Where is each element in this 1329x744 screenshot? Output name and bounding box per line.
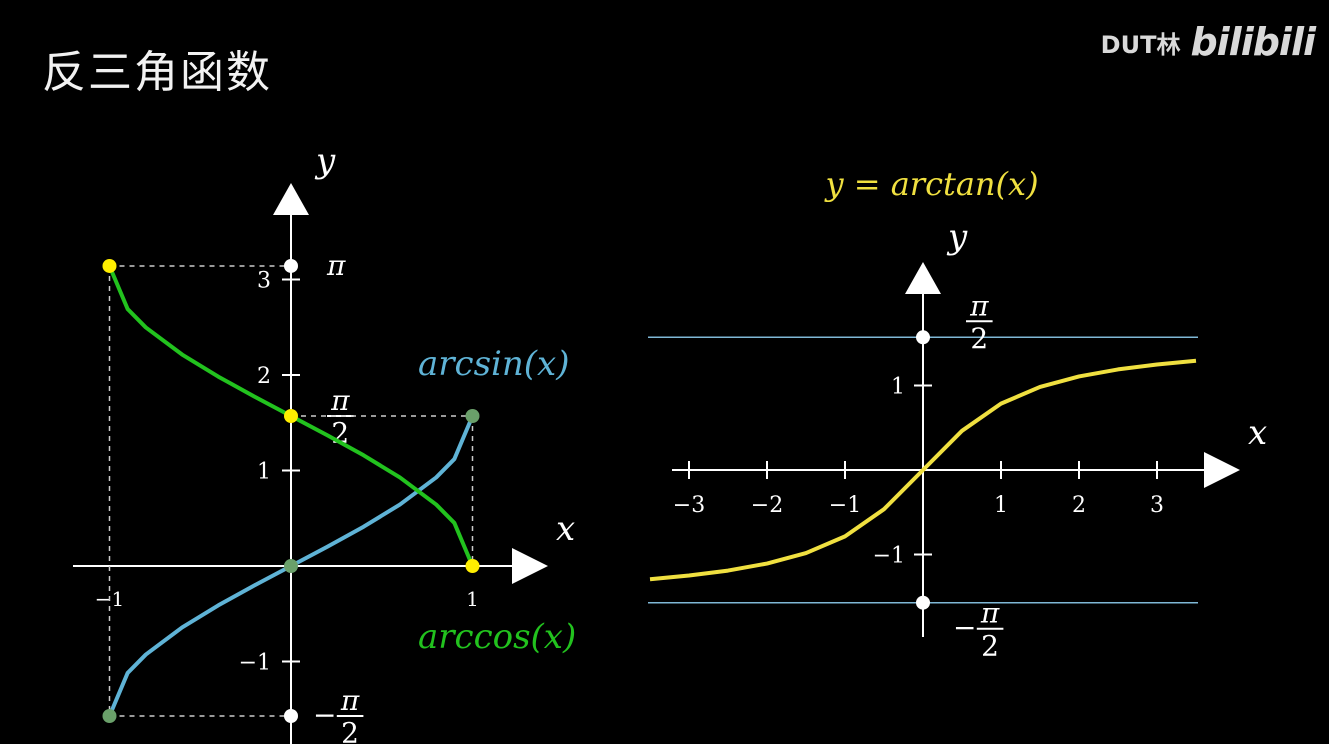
y-pi-label-0-num: π bbox=[969, 289, 989, 322]
x-tick-label: 2 bbox=[1072, 493, 1086, 518]
arctan-title: y = arctan(x) bbox=[823, 165, 1038, 203]
marker-point bbox=[102, 709, 117, 724]
y-pi-label-2-num: π bbox=[340, 684, 360, 717]
arctan-curve bbox=[649, 358, 1197, 582]
marker-point bbox=[284, 709, 298, 724]
marker-point bbox=[102, 258, 117, 273]
x-tick-label: −1 bbox=[829, 493, 861, 518]
y-tick-label: −1 bbox=[239, 651, 271, 676]
marker-point bbox=[284, 559, 298, 573]
x-axis-label: x bbox=[556, 509, 575, 549]
y-axis-arrow bbox=[905, 262, 941, 294]
marker-point bbox=[284, 258, 298, 273]
x-axis-label: x bbox=[1248, 413, 1267, 453]
y-tick-label: 1 bbox=[891, 375, 905, 400]
y-tick-label: 3 bbox=[257, 269, 271, 294]
asymptote-point bbox=[916, 595, 930, 610]
bilibili-logo: bilibili bbox=[1190, 20, 1316, 64]
asymptote-point bbox=[916, 330, 930, 345]
y-pi-label-1-num: π bbox=[330, 384, 350, 417]
watermark-author: DUT林 bbox=[1100, 31, 1181, 59]
arcsin-label: arcsin(x) bbox=[418, 344, 570, 384]
x-tick-label: 1 bbox=[994, 493, 1008, 518]
y-tick-label: 2 bbox=[257, 364, 271, 389]
y-axis-label: y bbox=[314, 141, 336, 181]
x-axis-arrow bbox=[1204, 452, 1240, 488]
y-pi-label-1-num: π bbox=[980, 597, 1000, 630]
x-tick-label: 3 bbox=[1150, 493, 1164, 518]
y-tick-label: 1 bbox=[257, 460, 271, 485]
y-pi-label-0-num: π bbox=[326, 249, 346, 282]
marker-point bbox=[465, 408, 480, 423]
x-tick-label: 1 bbox=[466, 587, 479, 611]
y-tick-label: −1 bbox=[873, 544, 905, 569]
marker-point bbox=[465, 559, 480, 573]
x-tick-label: −2 bbox=[751, 493, 783, 518]
y-pi-label-1-sign: − bbox=[953, 611, 976, 644]
y-pi-label-2-den: 2 bbox=[341, 717, 359, 744]
y-pi-label-2-sign: − bbox=[313, 698, 336, 731]
x-axis-arrow bbox=[512, 548, 548, 584]
x-tick-label: −3 bbox=[673, 493, 705, 518]
watermark: DUT林 bilibili bbox=[1100, 20, 1316, 64]
y-pi-label-0-den: 2 bbox=[970, 322, 988, 355]
arccos-label: arccos(x) bbox=[418, 617, 576, 657]
y-pi-label-1-den: 2 bbox=[981, 629, 999, 662]
page-title: 反三角函数 bbox=[42, 47, 272, 98]
y-axis-arrow bbox=[273, 183, 309, 215]
y-axis-label: y bbox=[946, 217, 968, 257]
marker-point bbox=[284, 408, 298, 423]
